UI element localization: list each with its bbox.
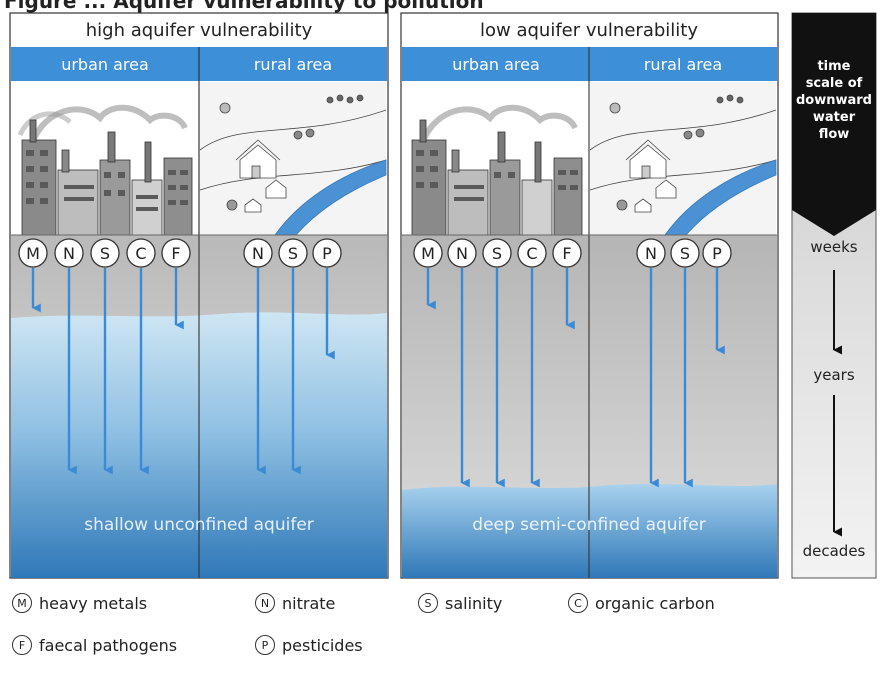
panel-low-vulnerability: low aquifer vulnerability urban area rur… <box>400 12 779 579</box>
rural-landscape-illustration <box>589 82 777 236</box>
legend-item-nitrate: N nitrate <box>255 593 335 613</box>
pollutant-c-circle: C <box>517 238 547 268</box>
pollutant-s-circle: S <box>90 238 120 268</box>
panel-title: low aquifer vulnerability <box>480 20 698 41</box>
legend-label: nitrate <box>282 593 336 613</box>
pollutant-s-circle: S <box>670 238 700 268</box>
pollutant-s-circle: S <box>278 238 308 268</box>
aquifer-diagram: Figure ... Aquifer vulnerability to poll… <box>4 0 877 579</box>
svg-text:S: S <box>288 244 298 263</box>
urban-area-label: urban area <box>452 55 540 74</box>
top-caption: Figure ... Aquifer vulnerability to poll… <box>4 0 484 13</box>
aquifer-label: shallow unconfined aquifer <box>84 515 314 535</box>
svg-text:F: F <box>562 244 571 263</box>
timescale-years: years <box>813 366 854 384</box>
svg-text:C: C <box>526 244 537 263</box>
timescale-title-line: time <box>817 59 850 74</box>
pollutant-circles-high-rural: N S P <box>243 238 342 268</box>
panel-title: high aquifer vulnerability <box>86 20 313 41</box>
pollutant-p-circle: P <box>702 238 732 268</box>
river-illustration <box>664 159 777 236</box>
rural-area-label: rural area <box>254 55 332 74</box>
svg-text:N: N <box>63 244 75 263</box>
rural-area-label: rural area <box>644 55 722 74</box>
legend-n-symbol: N <box>255 593 275 613</box>
pollutant-m-circle: M <box>413 238 443 268</box>
svg-text:M: M <box>421 244 435 263</box>
legend-item-salinity: S salinity <box>418 593 502 613</box>
svg-text:M: M <box>26 244 40 263</box>
pollutant-n-circle: N <box>636 238 666 268</box>
legend-item-faecal-pathogens: F faecal pathogens <box>12 635 177 655</box>
legend-label: pesticides <box>282 635 363 655</box>
svg-text:P: P <box>322 244 332 263</box>
aquifer-label: deep semi-confined aquifer <box>472 515 705 535</box>
legend-f-symbol: F <box>12 635 32 655</box>
legend-label: salinity <box>445 593 503 613</box>
timescale-title-line: scale of <box>806 76 863 91</box>
pollutant-n-circle: N <box>54 238 84 268</box>
flow-arrows-low <box>426 268 725 488</box>
urban-industrial-illustration <box>17 104 193 236</box>
urban-area-label: urban area <box>61 55 149 74</box>
flow-arrows-high <box>31 268 335 475</box>
svg-text:C: C <box>135 244 146 263</box>
timescale-title-line: water <box>813 110 856 125</box>
timescale-weeks: weeks <box>810 238 857 256</box>
pollutant-n-circle: N <box>243 238 273 268</box>
pollutant-n-circle: N <box>447 238 477 268</box>
pollutant-legend: M heavy metals N nitrate S salinity C or… <box>0 585 881 675</box>
timescale-title-line: flow <box>819 127 850 142</box>
legend-label: organic carbon <box>595 593 715 613</box>
legend-c-symbol: C <box>568 593 588 613</box>
rural-landscape-illustration <box>199 82 387 236</box>
legend-item-pesticides: P pesticides <box>255 635 363 655</box>
pollutant-s-circle: S <box>482 238 512 268</box>
pollutant-p-circle: P <box>312 238 342 268</box>
panel-high-vulnerability: high aquifer vulnerability urban area ru… <box>9 12 389 579</box>
svg-text:N: N <box>252 244 264 263</box>
legend-item-heavy-metals: M heavy metals <box>12 593 147 613</box>
svg-text:S: S <box>100 244 110 263</box>
time-scale-bar: time scale of downward water flow weeks … <box>791 12 877 579</box>
pollutant-c-circle: C <box>126 238 156 268</box>
svg-text:N: N <box>645 244 657 263</box>
legend-p-symbol: P <box>255 635 275 655</box>
pollutant-circles-high-urban: M N S C F <box>18 238 191 268</box>
legend-s-symbol: S <box>418 593 438 613</box>
pollutant-circles-low-rural: N S P <box>636 238 732 268</box>
pollutant-f-circle: F <box>161 238 191 268</box>
legend-label: heavy metals <box>39 593 148 613</box>
svg-text:S: S <box>680 244 690 263</box>
time-scale-arrow-head <box>792 13 876 236</box>
timescale-decades: decades <box>803 542 866 560</box>
river-illustration <box>274 159 387 236</box>
pollutant-f-circle: F <box>552 238 582 268</box>
svg-text:S: S <box>492 244 502 263</box>
pollutant-m-circle: M <box>18 238 48 268</box>
legend-item-organic-carbon: C organic carbon <box>568 593 715 613</box>
svg-text:F: F <box>171 244 180 263</box>
urban-industrial-illustration <box>411 104 583 236</box>
legend-m-symbol: M <box>12 593 32 613</box>
pollutant-circles-low-urban: M N S C F <box>413 238 582 268</box>
legend-label: faecal pathogens <box>39 635 178 655</box>
timescale-title-line: downward <box>796 93 872 108</box>
svg-text:N: N <box>456 244 468 263</box>
svg-text:P: P <box>712 244 722 263</box>
